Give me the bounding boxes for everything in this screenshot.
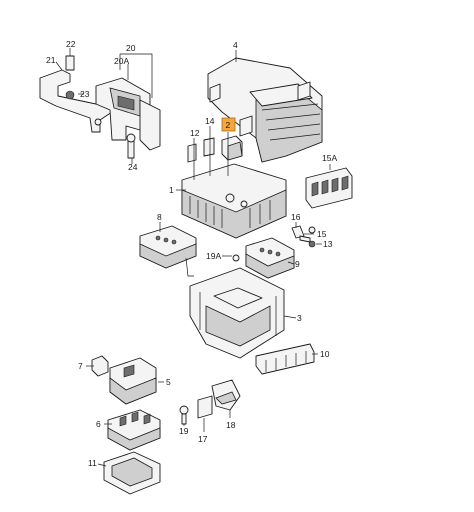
callout-2-highlight: 2 <box>221 117 236 132</box>
relay-part-7 <box>91 355 109 377</box>
fastener-parts-19-17-18 <box>179 379 241 425</box>
base-part-11 <box>103 451 161 495</box>
callout-11: 11 <box>88 458 97 468</box>
callout-13: 13 <box>323 239 333 249</box>
callout-18: 18 <box>226 420 236 430</box>
callout-2: 2 <box>226 120 231 130</box>
callout-7: 7 <box>78 361 83 371</box>
callout-10: 10 <box>320 349 330 359</box>
lower-bracket-part-3 <box>189 267 285 359</box>
callout-22: 22 <box>66 39 76 49</box>
fuse-strip-15A <box>305 167 353 209</box>
leader-lines <box>55 48 331 467</box>
callout-15A: 15A <box>322 153 337 163</box>
fuse-block-part-6 <box>107 409 161 451</box>
callout-12: 12 <box>190 128 200 138</box>
callout-19: 19 <box>179 426 189 436</box>
callout-20A: 20A <box>114 56 129 66</box>
callout-9: 9 <box>295 259 300 269</box>
callout-14: 14 <box>205 116 215 126</box>
callout-1: 1 <box>169 185 174 195</box>
relay-holder-part-5 <box>109 357 157 405</box>
callout-24: 24 <box>128 162 138 172</box>
callout-3: 3 <box>297 313 302 323</box>
callout-19A: 19A <box>206 251 221 261</box>
callout-5: 5 <box>166 377 171 387</box>
relay-carrier-part-8 <box>139 225 197 277</box>
relay-parts <box>187 135 243 163</box>
callout-20: 20 <box>126 43 136 53</box>
bracket-assembly-20 <box>39 55 161 159</box>
callout-4: 4 <box>233 40 238 50</box>
callout-23: 23 <box>80 89 90 99</box>
callout-21: 21 <box>46 55 56 65</box>
housing-part-1 <box>181 163 287 239</box>
callout-6: 6 <box>96 419 101 429</box>
callout-15: 15 <box>317 229 327 239</box>
screw-parts-16-15-13 <box>291 225 316 248</box>
callout-16: 16 <box>291 212 301 222</box>
cover-part-4 <box>207 57 323 163</box>
fuse-holder-part-9 <box>232 237 295 279</box>
callout-17: 17 <box>198 434 208 444</box>
connector-strip-part-10 <box>255 343 315 375</box>
callout-labels: 22 20 21 20A 23 24 4 12 14 2 15A 1 16 15… <box>46 39 337 468</box>
callout-8: 8 <box>157 212 162 222</box>
